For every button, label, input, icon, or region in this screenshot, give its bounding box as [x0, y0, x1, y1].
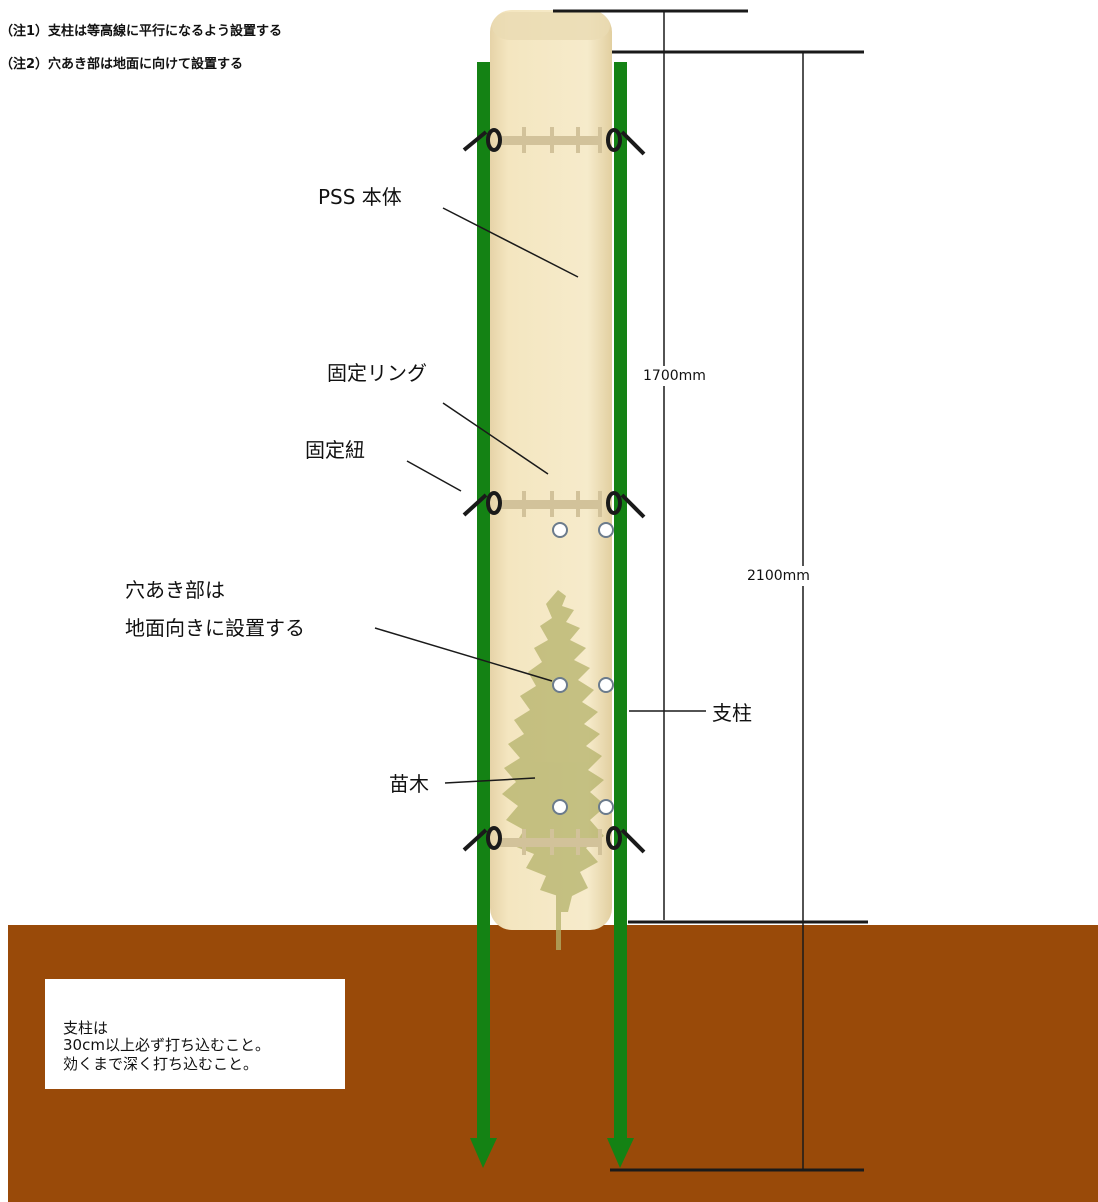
fixing-ring-middle	[500, 491, 602, 517]
label-seedling: 苗木	[389, 772, 429, 796]
instruction-box: 支柱は 30cm以上必ず打ち込むこと。 効くまで深く打ち込むこと。	[45, 979, 345, 1089]
label-pss-body: PSS 本体	[318, 185, 402, 209]
leader-holes	[374, 627, 553, 682]
dimension-label-2100: 2100mm	[745, 566, 812, 586]
label-holes-line2: 地面向きに設置する	[125, 616, 305, 640]
string-knot	[606, 491, 622, 515]
label-post: 支柱	[712, 701, 752, 725]
fixing-strings	[462, 128, 646, 854]
leader-pss-body	[442, 207, 579, 278]
instruction-line-3: 効くまで深く打ち込むこと。	[63, 1055, 259, 1073]
leader-lines	[374, 207, 706, 784]
hole	[552, 522, 568, 538]
hole	[598, 522, 614, 538]
fixing-ring-bottom	[500, 829, 602, 855]
dimension-lines	[553, 9, 868, 1172]
instruction-line-2: 30cm以上必ず打ち込むこと。	[63, 1036, 270, 1054]
post-left	[470, 62, 497, 1168]
leader-fixing-string	[406, 460, 462, 492]
pss-tube-top-shadow	[492, 12, 610, 40]
string-knot	[486, 491, 502, 515]
instruction-line-1: 支柱は	[63, 1019, 109, 1037]
hole	[598, 799, 614, 815]
note-1: （注1）支柱は等高線に平行になるよう設置する	[0, 24, 283, 39]
label-holes-line1: 穴あき部は	[125, 578, 225, 602]
label-fixing-ring: 固定リング	[327, 361, 427, 385]
hole	[552, 799, 568, 815]
fixing-ring-top	[500, 127, 602, 153]
post-right	[607, 62, 634, 1168]
dimension-label-1700: 1700mm	[643, 366, 706, 386]
holes	[552, 522, 614, 815]
string-knot	[606, 826, 622, 850]
string-knot	[606, 128, 622, 152]
string-knot	[486, 826, 502, 850]
leader-fixing-ring	[442, 402, 549, 475]
leader-seedling	[444, 777, 536, 784]
hole	[598, 677, 614, 693]
hole	[552, 677, 568, 693]
note-2: （注2）穴あき部は地面に向けて設置する	[0, 57, 244, 72]
string-knot	[486, 128, 502, 152]
label-fixing-string: 固定紐	[305, 438, 365, 462]
